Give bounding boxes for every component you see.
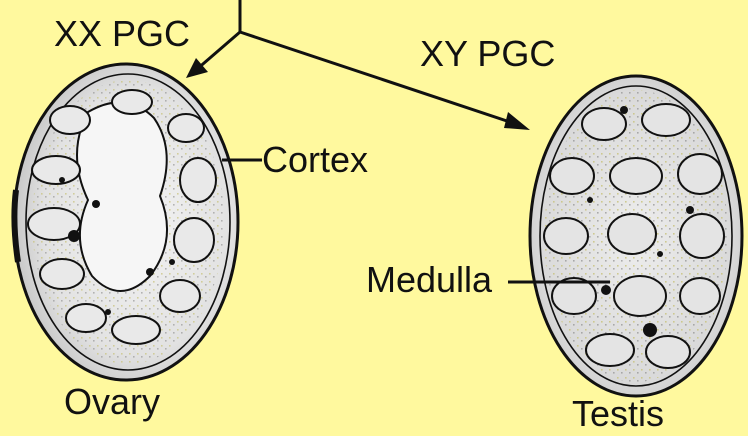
ovary-illustration bbox=[14, 64, 238, 380]
xy-pgc-label: XY PGC bbox=[420, 36, 555, 72]
ovary-medulla bbox=[77, 102, 167, 291]
arrowhead-testis bbox=[504, 112, 530, 130]
testis-label: Testis bbox=[572, 396, 664, 432]
medulla-label: Medulla bbox=[366, 262, 492, 298]
arrow-to-ovary bbox=[196, 32, 240, 70]
xx-pgc-label: XX PGC bbox=[54, 16, 190, 52]
testis-illustration bbox=[530, 76, 742, 396]
cortex-label: Cortex bbox=[262, 142, 368, 178]
ovary-label: Ovary bbox=[64, 384, 160, 420]
